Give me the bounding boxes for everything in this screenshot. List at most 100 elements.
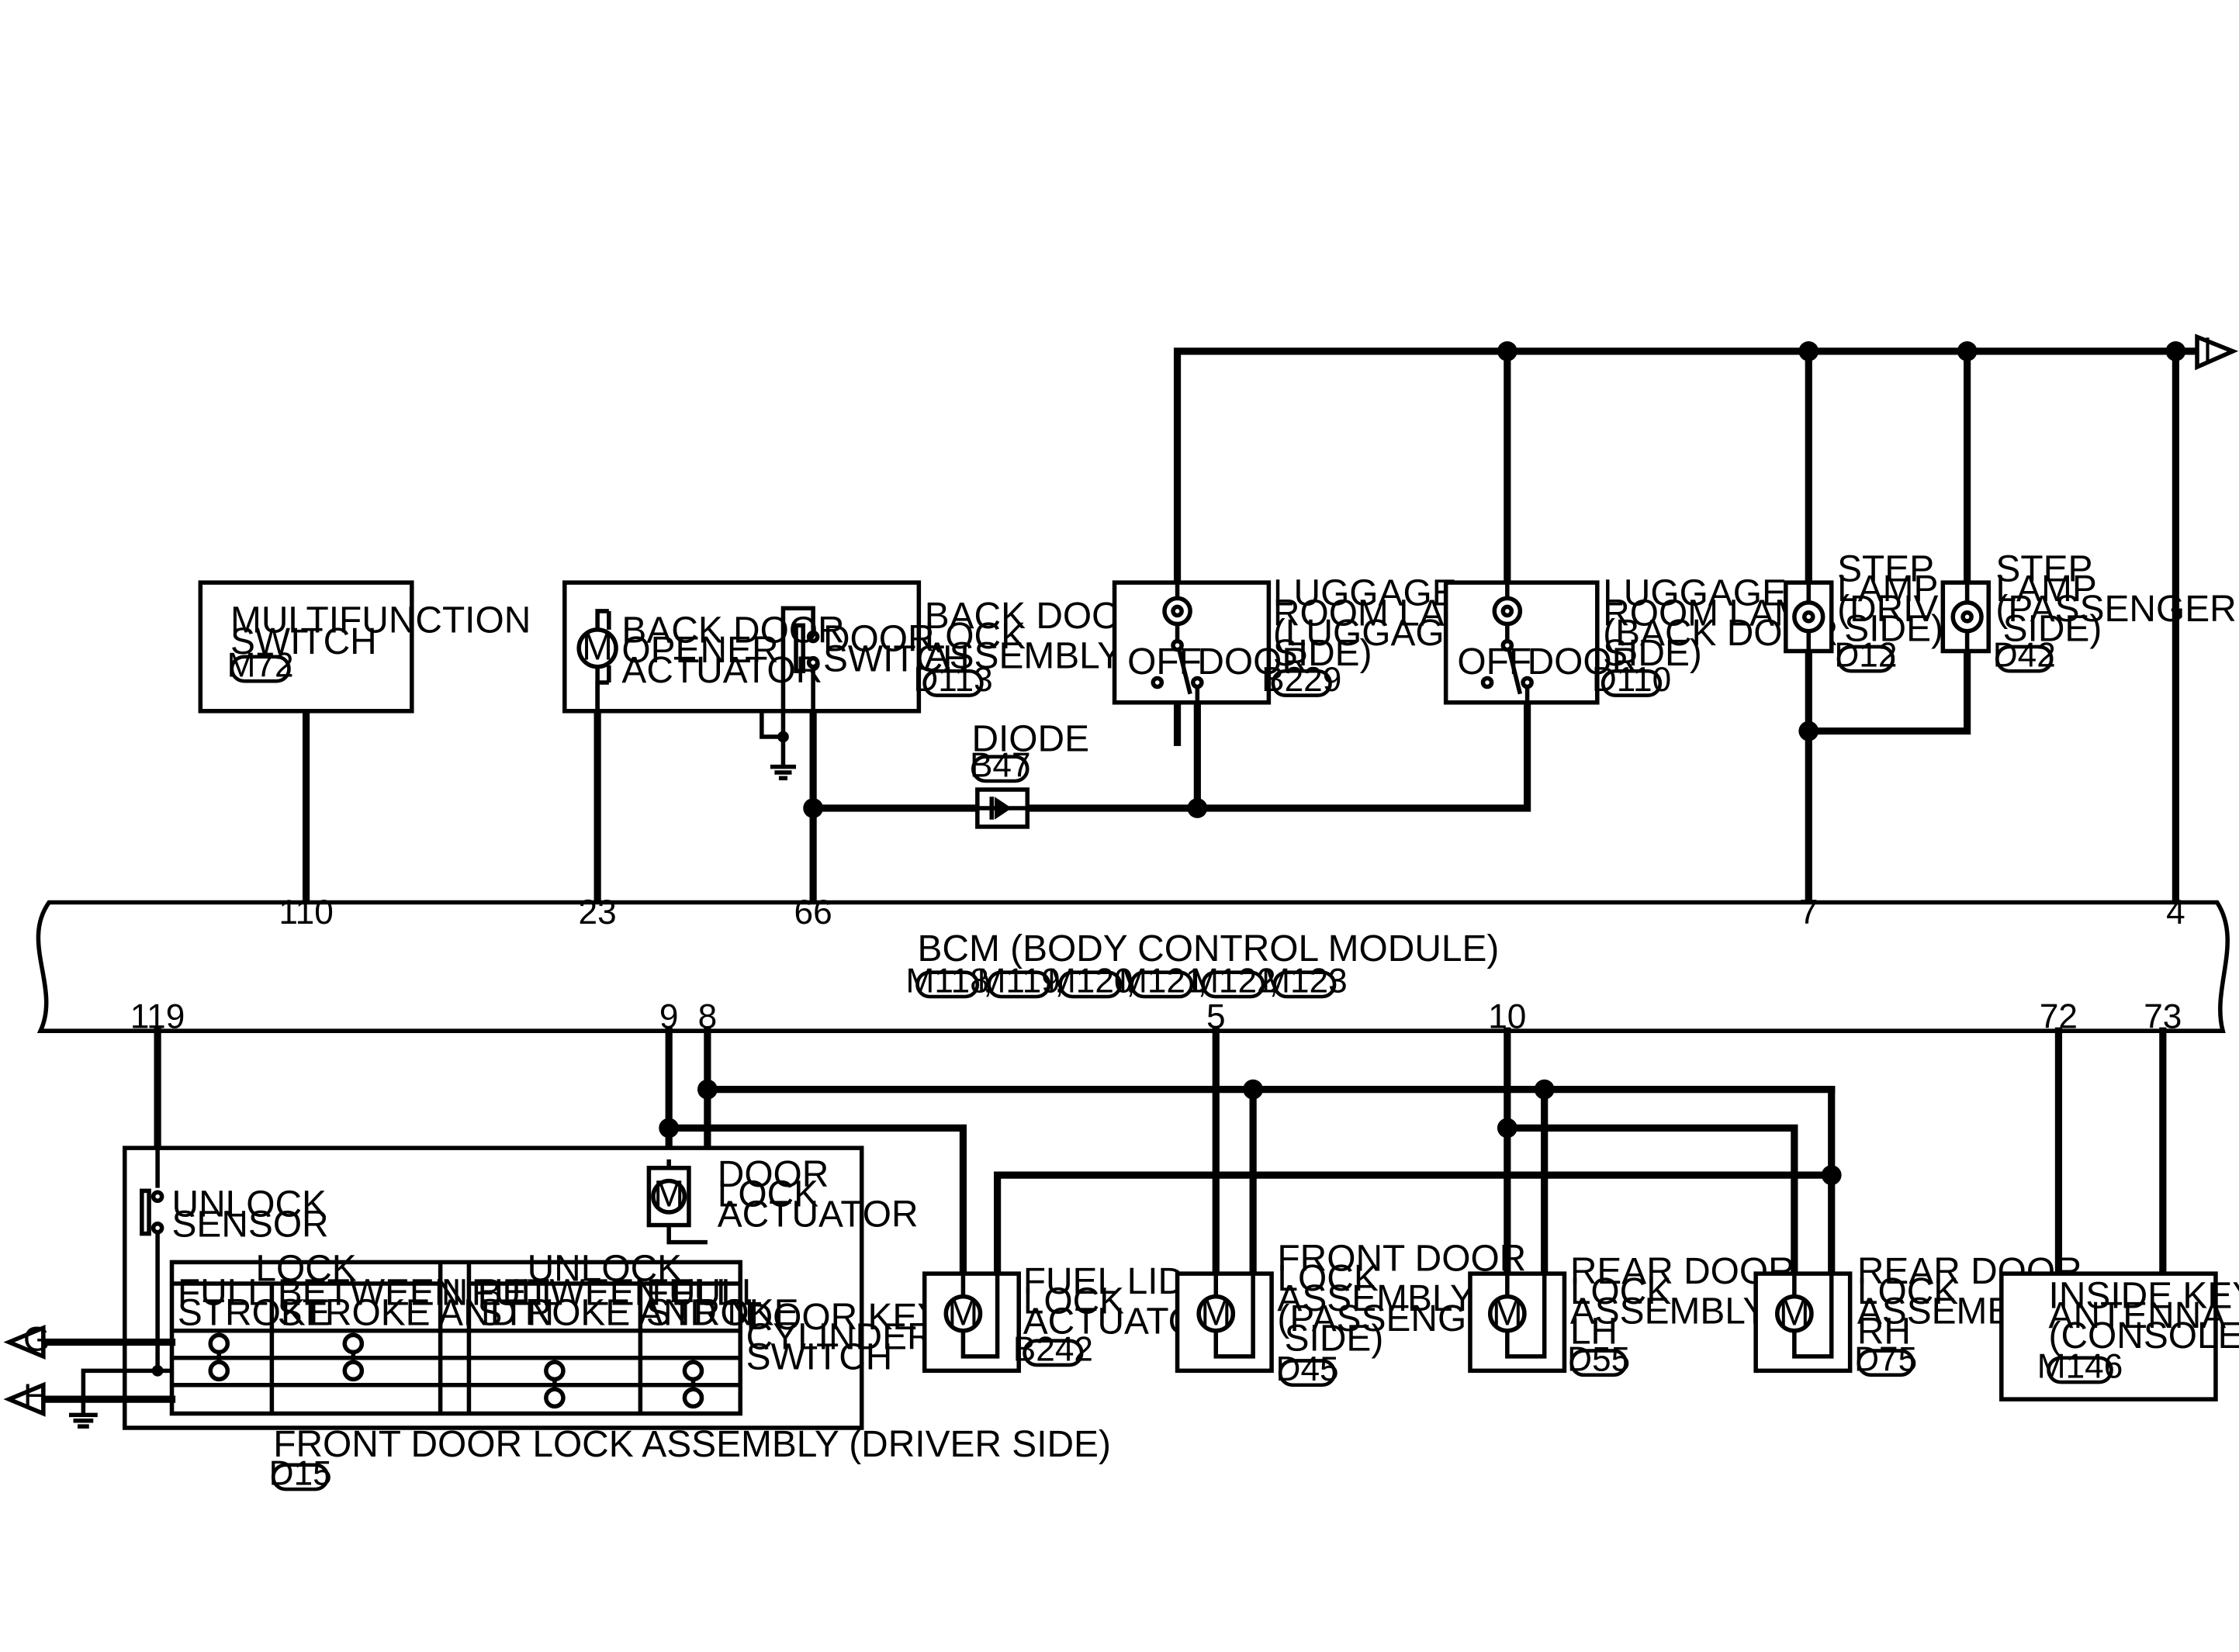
components-multifunction-switch-label-0-label: MULTIFUNCTION (230, 600, 531, 641)
components-rear-door-lock-rh-label-1-label: LOCK (1857, 1271, 1958, 1312)
components-bcm-connectors-1-label: M119 (978, 962, 1061, 1000)
bcm-module: 110 23 66 7 4 BCM (BODY CONTROL MODULE) … (36, 893, 2230, 1035)
components-door-lock-actuator-label-2-label: ACTUATOR (718, 1194, 919, 1235)
components-rear-door-lock-lh-label-3-label: LH (1570, 1311, 1618, 1352)
components-unlock-sensor-label-1-label: SENSOR (172, 1204, 329, 1245)
switch-table-col-unlock-between-0-label: BETWEEN FULL (477, 1273, 762, 1314)
pins-top-4-label: 4 (2166, 893, 2185, 931)
components-luggage-room-lamp-luggage-off-label: OFF (1127, 641, 1202, 683)
components-bcm-label-label: BCM (BODY CONTROL MODULE) (918, 928, 1500, 969)
components-front-door-lock-passenger-label-1-label: LOCK (1277, 1258, 1378, 1299)
components-step-lamp-passenger-label-1-label: LAMP (1995, 569, 2096, 610)
components-inside-key-antenna-label-1-label: ANTENNA (2049, 1295, 2227, 1336)
components-front-door-lock-driver-label-label: FRONT DOOR LOCK ASSEMBLY (DRIVER SIDE) (273, 1424, 1111, 1465)
components-rear-door-lock-lh-motor-label: M (1492, 1292, 1523, 1333)
door-key-cylinder-switch-table: LOCK N UNLOCK FULL STROKE BETWEEN FULL S… (169, 1248, 799, 1416)
components-step-lamp-driver-label-0-label: STEP (1837, 548, 1934, 589)
bottom-junction-dots (659, 1079, 1842, 1186)
fuel-lid-lock-actuator: M FUEL LID LOCK ACTUATOR B242 (922, 1261, 1224, 1374)
offpage-left-upper-label: G (23, 1321, 50, 1359)
switch-table-col-lock-full-1-label: STROKE (178, 1292, 330, 1333)
components-front-door-lock-passenger-label-4-label: SIDE) (1285, 1318, 1384, 1360)
switch-table-col-unlock-full-1-label: STROKE (646, 1292, 799, 1333)
components-back-door-opener-actuator-label-2-label: ACTUATOR (621, 650, 822, 691)
back-door-opener-motor-icon (576, 627, 618, 669)
offpage-connector-h: H (3, 1377, 48, 1417)
components-door-key-cylinder-switch-label-2-label: SWITCH (746, 1336, 893, 1377)
components-bcm-connectors-5-label: M123 (1261, 962, 1348, 1000)
components-fuel-lid-lock-actuator-connector-label: B242 (1013, 1330, 1093, 1368)
components-back-door-opener-actuator-motor-label: M (582, 627, 613, 669)
door-switch-icon (794, 623, 805, 674)
components-bcm-connectors-4-label: M122 (1190, 962, 1276, 1000)
components-step-lamp-passenger-label-0-label: STEP (1995, 548, 2092, 589)
components-door-lock-actuator-label-0-label: DOOR (718, 1154, 829, 1195)
components-door-lock-actuator-label-1-label: LOCK (718, 1174, 818, 1215)
components-fuel-lid-lock-actuator-label-0-label: FUEL LID (1023, 1261, 1185, 1302)
components-inside-key-antenna-label-2-label: (CONSOLE) (2049, 1315, 2239, 1357)
components-door-key-cylinder-switch-label-0-label: DOOR KEY (746, 1297, 943, 1338)
components-step-lamp-passenger-label-3-label: SIDE) (2003, 609, 2102, 650)
top-bus-wires (302, 347, 2201, 907)
components-luggage-room-lamp-backdoor-connector-label: D110 (1592, 661, 1671, 699)
components-luggage-room-lamp-backdoor-off-label: OFF (1457, 641, 1531, 683)
components-fuel-lid-lock-actuator-label-1-label: LOCK (1023, 1281, 1124, 1322)
components-front-door-lock-driver-connector-label: D15 (269, 1455, 332, 1493)
offpage-connector-g: G (3, 1321, 50, 1360)
components-step-lamp-driver-label-1-label: LAMP (1837, 569, 1938, 610)
components-step-lamp-passenger-label-2-label: (PASSENGER (1995, 589, 2236, 630)
components-door-lock-actuator-motor-label: M (653, 1174, 684, 1215)
components-bcm-connectors-0-label: M118 (906, 962, 989, 1000)
offpage-left-lower-label: H (23, 1377, 48, 1415)
components-back-door-lock-assembly-connector-label: D113 (913, 661, 992, 699)
switch-table-group-n-label: N (441, 1273, 469, 1314)
components-luggage-room-lamp-luggage-label-3-label: SIDE) (1273, 633, 1372, 674)
components-step-lamp-driver-connector-label: D12 (1834, 637, 1897, 675)
components-door-switch-label-0-label: DOOR (823, 618, 935, 659)
components-diode-connector-label: B47 (970, 746, 1031, 784)
components-rear-door-lock-rh-label-3-label: RH (1857, 1311, 1911, 1352)
front-door-lock-assembly-driver-side: UNLOCK SENSOR M DOOR LOCK ACTUATOR LOCK … (40, 1146, 1111, 1493)
diode: DIODE B47 (970, 718, 1089, 829)
components-luggage-room-lamp-backdoor-label-0-label: LUGGAGE (1603, 573, 1787, 614)
components-inside-key-antenna-connector-label: M146 (2037, 1348, 2123, 1386)
components-front-door-lock-passenger-connector-label: D45 (1276, 1350, 1339, 1388)
components-luggage-room-lamp-luggage-label-2-label: (LUGGAGE (1273, 613, 1469, 654)
components-step-lamp-passenger-connector-label: D42 (1993, 637, 2056, 675)
pins-top-3-label: 7 (1799, 893, 1819, 931)
components-back-door-opener-actuator-label-0-label: BACK DOOR (621, 610, 844, 651)
components-rear-door-lock-lh-label-1-label: LOCK (1570, 1271, 1671, 1312)
switch-table-col-unlock-between-1-label: STROKE AND N (477, 1292, 753, 1333)
components-unlock-sensor-label-0-label: UNLOCK (172, 1184, 327, 1225)
components-luggage-room-lamp-luggage-label-0-label: LUGGAGE (1273, 573, 1457, 614)
pins-top-2-label: 66 (794, 893, 832, 931)
components-rear-door-lock-rh-connector-label: D75 (1854, 1340, 1917, 1378)
lamp-icon (1162, 596, 1192, 627)
components-rear-door-lock-lh-label-2-label: ASSEMBLY (1570, 1291, 1767, 1332)
components-rear-door-lock-rh-motor-label: M (1779, 1292, 1810, 1333)
lamp-icon (1492, 596, 1523, 627)
switch-table-col-lock-between-1-label: STROKE AND N (278, 1292, 554, 1333)
components-front-door-lock-passenger-motor-label: M (1200, 1292, 1231, 1333)
switch-table-col-lock-between-0-label: BETWEEN FULL (278, 1273, 562, 1314)
components-step-lamp-driver-label-3-label: SIDE) (1844, 609, 1943, 650)
components-back-door-lock-assembly-label-1-label: LOCK (925, 616, 1026, 657)
components-bcm-connectors-3-label: M121 (1119, 962, 1205, 1000)
switch-table-group-unlock-label: UNLOCK (528, 1248, 683, 1289)
components-bcm-connectors-2-label: M120 (1047, 962, 1133, 1000)
components-luggage-room-lamp-luggage-connector-label: B229 (1261, 661, 1341, 699)
inside-key-antenna-console: INSIDE KEY ANTENNA (CONSOLE) M146 (1999, 1271, 2239, 1401)
top-junction-dots (803, 340, 2186, 818)
components-door-key-cylinder-switch-label-1-label: CYLINDER (746, 1317, 934, 1358)
components-front-door-lock-passenger-label-2-label: ASSEMBLY (1277, 1278, 1474, 1319)
pins-top-0-label: 110 (279, 893, 333, 931)
offpage-top-right-label: I (2203, 331, 2212, 369)
luggage-room-lamp-back-door-side: OFF DOOR LUGGAGE ROOM LAMP (BACK DOOR SI… (1443, 573, 1838, 705)
rear-door-lock-assembly-lh: M REAR DOOR LOCK ASSEMBLY LH D55 (1468, 1251, 1795, 1378)
components-back-door-opener-actuator-label-1-label: OPENER (621, 630, 778, 671)
lamp-icon (1950, 600, 1984, 634)
components-luggage-room-lamp-backdoor-label-3-label: SIDE) (1603, 633, 1702, 674)
offpage-connector-i: I (2195, 331, 2239, 371)
door-lock-actuator-motor-icon (651, 1178, 687, 1215)
